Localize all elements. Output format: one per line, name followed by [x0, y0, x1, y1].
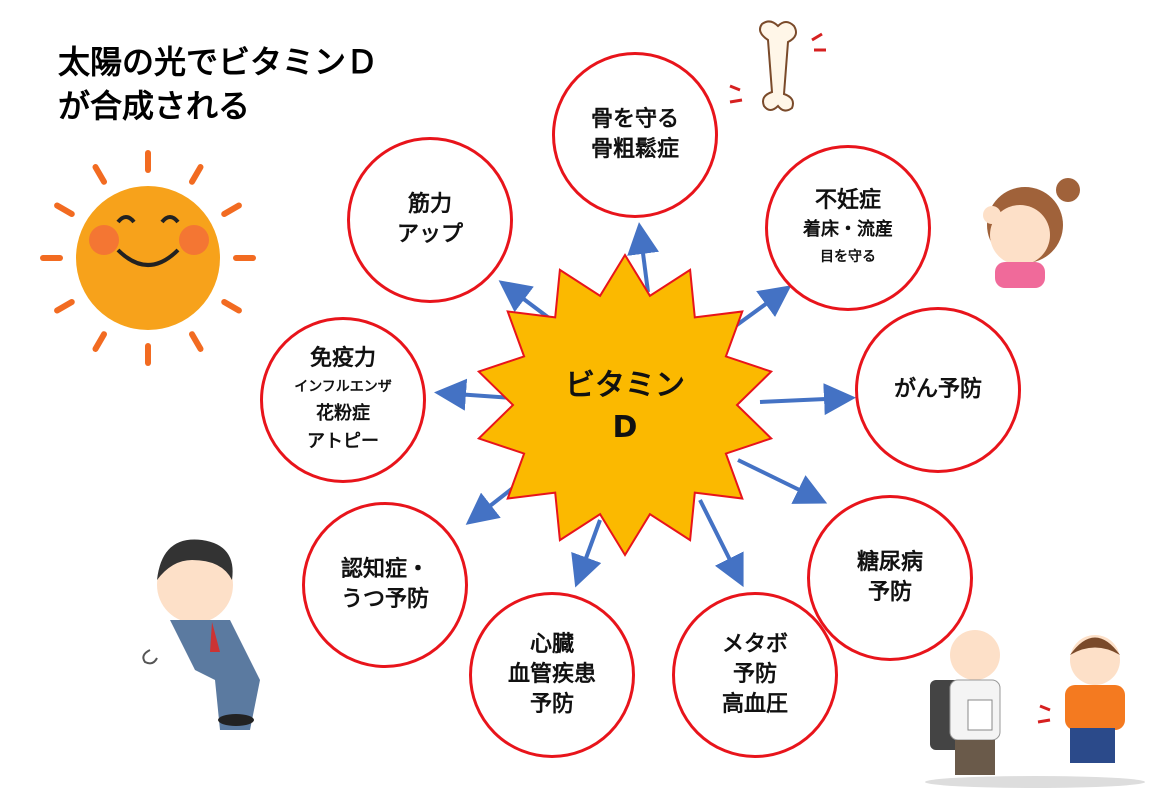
effect-text: メタボ: [721, 632, 788, 657]
effect-text: 高血圧: [721, 692, 788, 717]
title-line-1: 太陽の光でビタミンＤ: [58, 43, 379, 81]
title-line-2: が合成される: [58, 87, 251, 125]
arrow: [627, 222, 659, 293]
effect-diabetes: 糖尿病 予防: [807, 495, 973, 661]
effect-text: 不妊症: [814, 188, 881, 213]
effect-text: 骨粗鬆症: [590, 137, 679, 162]
effect-text: 予防: [529, 692, 574, 717]
effect-dementia: 認知症・ うつ予防: [302, 502, 468, 668]
sun-ray: [189, 164, 204, 185]
arrow: [737, 458, 828, 504]
effect-cancer: がん予防: [855, 307, 1021, 473]
arrow: [571, 519, 602, 588]
sun-ray: [92, 331, 107, 352]
doctor-patient-icon: [925, 630, 1145, 788]
vitamin-d-label: ビタミン D: [525, 365, 725, 449]
effect-fertility: 不妊症 着床・流産 目を守る: [765, 145, 931, 311]
arrow: [728, 285, 792, 332]
bone-character-icon: [729, 20, 826, 112]
effect-text: 目を守る: [820, 249, 876, 265]
arrow: [698, 499, 744, 588]
page-title: 太陽の光でビタミンＤ が合成される: [58, 40, 378, 128]
effect-text: うつ予防: [340, 587, 429, 612]
effect-immunity: 免疫力 インフルエンザ 花粉症 アトピー: [260, 317, 426, 483]
effect-text: 予防: [867, 580, 912, 605]
tired-man-icon: [142, 539, 260, 730]
sun-ray: [221, 299, 242, 314]
effect-text: インフルエンザ: [294, 379, 392, 395]
sun-icon: [40, 150, 256, 366]
vitamin-d-starburst: [476, 253, 774, 557]
effect-muscle: 筋力 アップ: [347, 137, 513, 303]
effect-text: がん予防: [893, 377, 982, 402]
effect-text: アップ: [396, 222, 463, 247]
effect-text: 着床・流産: [803, 219, 893, 240]
effect-text: 心臓: [529, 632, 574, 657]
effect-text: 免疫力: [309, 346, 376, 371]
sun-ray: [54, 299, 75, 314]
effect-text: アトピー: [307, 431, 379, 452]
sun-ray: [92, 164, 107, 185]
effect-text: 筋力: [407, 192, 452, 217]
effect-text: 認知症・: [340, 557, 429, 582]
effect-heart: 心臓 血管疾患 予防: [469, 592, 635, 758]
effect-bone: 骨を守る 骨粗鬆症: [552, 52, 718, 218]
arrow: [759, 383, 856, 416]
effect-text: 糖尿病: [856, 550, 923, 575]
sun-ray: [54, 202, 75, 217]
effect-text: 骨を守る: [590, 107, 679, 132]
center-line-2: D: [612, 410, 638, 445]
effect-text: 血管疾患: [507, 662, 596, 687]
effect-metabolic: メタボ 予防 高血圧: [672, 592, 838, 758]
effect-text: 予防: [732, 662, 777, 687]
woman-headache-icon: [983, 178, 1080, 288]
sun-ray: [189, 331, 204, 352]
effect-text: 花粉症: [316, 403, 370, 424]
center-line-1: ビタミン: [565, 368, 685, 403]
sun-ray: [221, 202, 242, 217]
